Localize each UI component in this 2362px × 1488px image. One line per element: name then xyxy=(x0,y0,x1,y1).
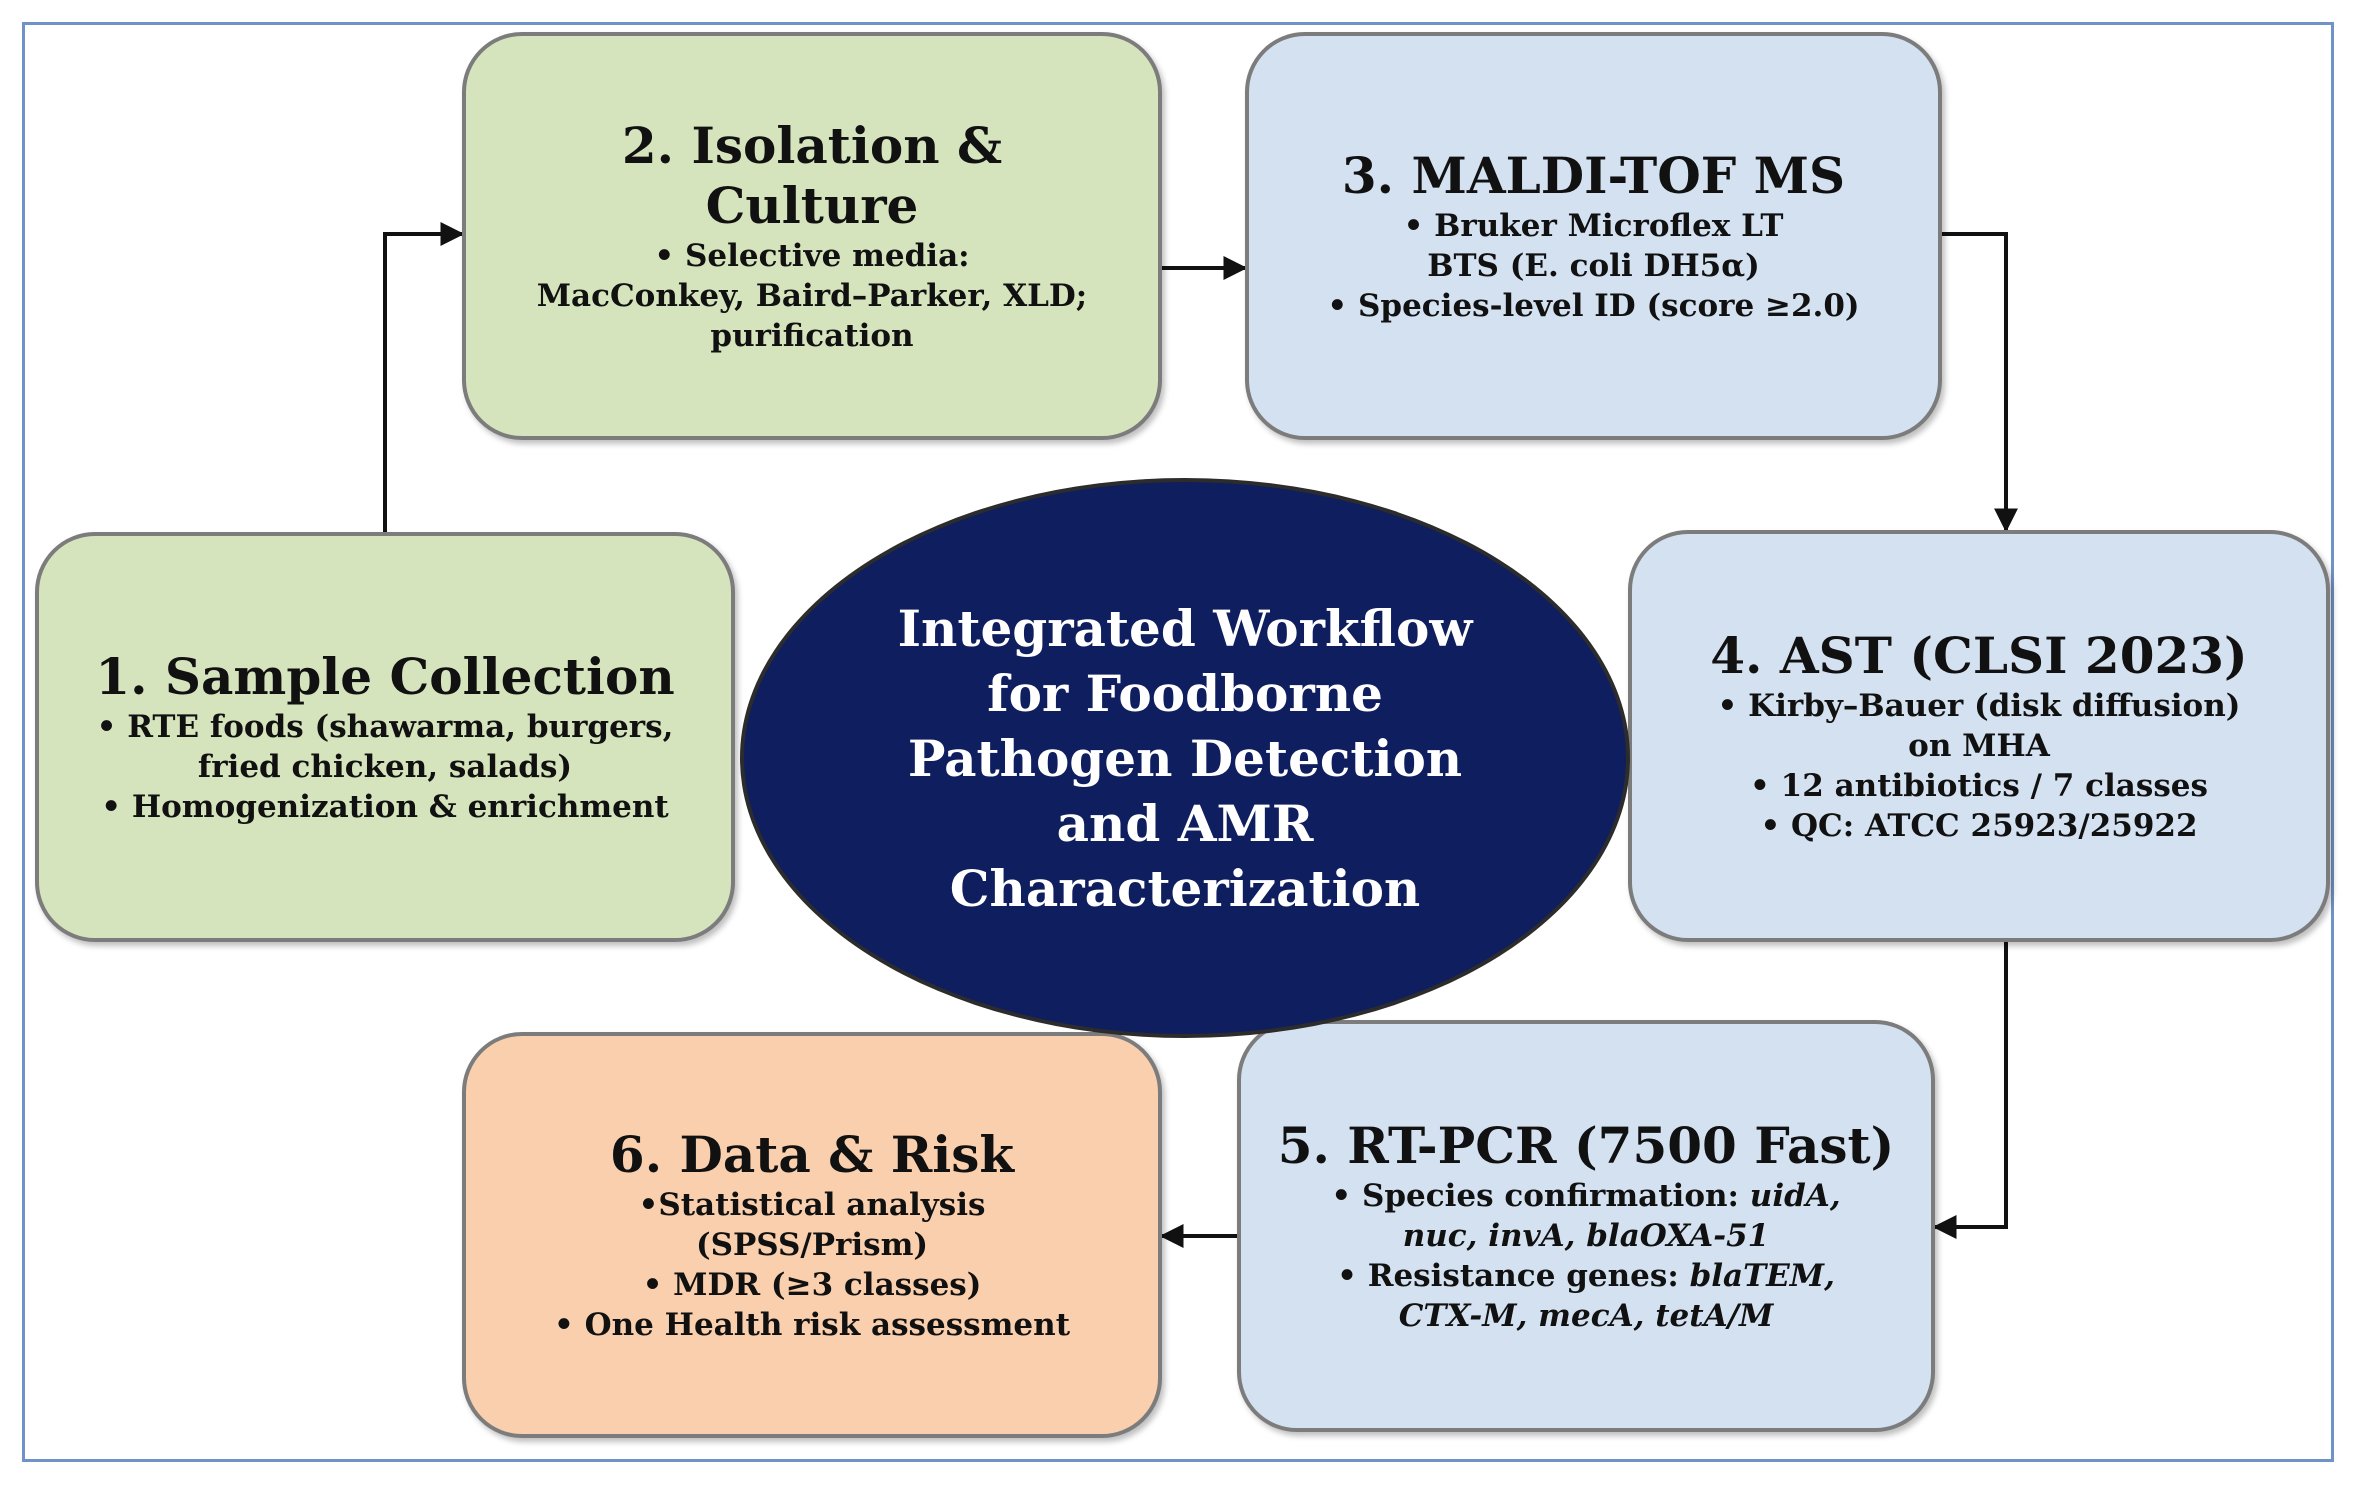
step-4-ast: 4. AST (CLSI 2023) • Kirby–Bauer (disk d… xyxy=(1628,530,2330,942)
bullet-text: • Species confirmation: xyxy=(1331,1178,1750,1214)
step-bullet: • Bruker Microflex LT xyxy=(1403,208,1784,244)
step-bullet: • Homogenization & enrichment xyxy=(101,789,669,825)
arrow-3-to-4 xyxy=(1942,232,2018,533)
step-bullet-resistance: • Resistance genes: blaTEM, CTX-M, mecA,… xyxy=(1306,1256,1866,1336)
center-title: Integrated Workflow for Foodborne Pathog… xyxy=(897,598,1473,918)
center-ellipse: Integrated Workflow for Foodborne Pathog… xyxy=(740,478,1630,1038)
step-3-maldi-tof: 3. MALDI-TOF MS • Bruker Microflex LT BT… xyxy=(1245,32,1942,440)
arrow-4-to-5 xyxy=(1932,942,2008,1239)
figure-frame xyxy=(22,22,2334,1462)
step-title: 4. AST (CLSI 2023) xyxy=(1710,626,2248,685)
step-bullet: • RTE foods (shawarma, burgers, fried ch… xyxy=(96,709,674,785)
step-bullet: BTS (E. coli DH5α) xyxy=(1427,248,1760,284)
step-bullet: • Kirby–Bauer (disk diffusion) on MHA xyxy=(1717,688,2241,764)
step-bullet-species: • Species confirmation: uidA, nuc, invA,… xyxy=(1306,1176,1866,1256)
step-title: 2. Isolation & Culture xyxy=(621,116,1003,235)
step-bullet: • MDR (≥3 classes) xyxy=(642,1267,982,1303)
step-6-data-risk: 6. Data & Risk •Statistical analysis (SP… xyxy=(462,1032,1162,1438)
step-bullet: • Species-level ID (score ≥2.0) xyxy=(1327,288,1860,324)
step-title: 6. Data & Risk xyxy=(609,1125,1015,1184)
step-title: 1. Sample Collection xyxy=(95,647,675,706)
gene-list: uidA, nuc, invA, blaOXA-51 xyxy=(1402,1178,1841,1254)
step-bullet: • 12 antibiotics / 7 classes xyxy=(1750,768,2208,804)
gene-list: blaTEM, CTX-M, mecA, tetA/M xyxy=(1398,1258,1835,1334)
step-1-sample-collection: 1. Sample Collection • RTE foods (shawar… xyxy=(35,532,735,942)
step-bullet: •Statistical analysis (SPSS/Prism) xyxy=(638,1187,986,1263)
step-bullet: • QC: ATCC 25923/25922 xyxy=(1760,808,2198,844)
step-bullet: • One Health risk assessment xyxy=(553,1307,1071,1343)
step-5-rt-pcr: 5. RT-PCR (7500 Fast) • Species confirma… xyxy=(1237,1020,1935,1432)
step-title: 5. RT-PCR (7500 Fast) xyxy=(1277,1116,1895,1175)
step-bullet: MacConkey, Baird–Parker, XLD; purificati… xyxy=(536,278,1088,354)
step-2-isolation-culture: 2. Isolation & Culture • Selective media… xyxy=(462,32,1162,440)
step-title: 3. MALDI-TOF MS xyxy=(1341,146,1846,205)
arrow-1-to-2 xyxy=(383,222,465,532)
step-bullet: • Selective media: xyxy=(654,238,970,274)
bullet-text: • Resistance genes: xyxy=(1337,1258,1690,1294)
